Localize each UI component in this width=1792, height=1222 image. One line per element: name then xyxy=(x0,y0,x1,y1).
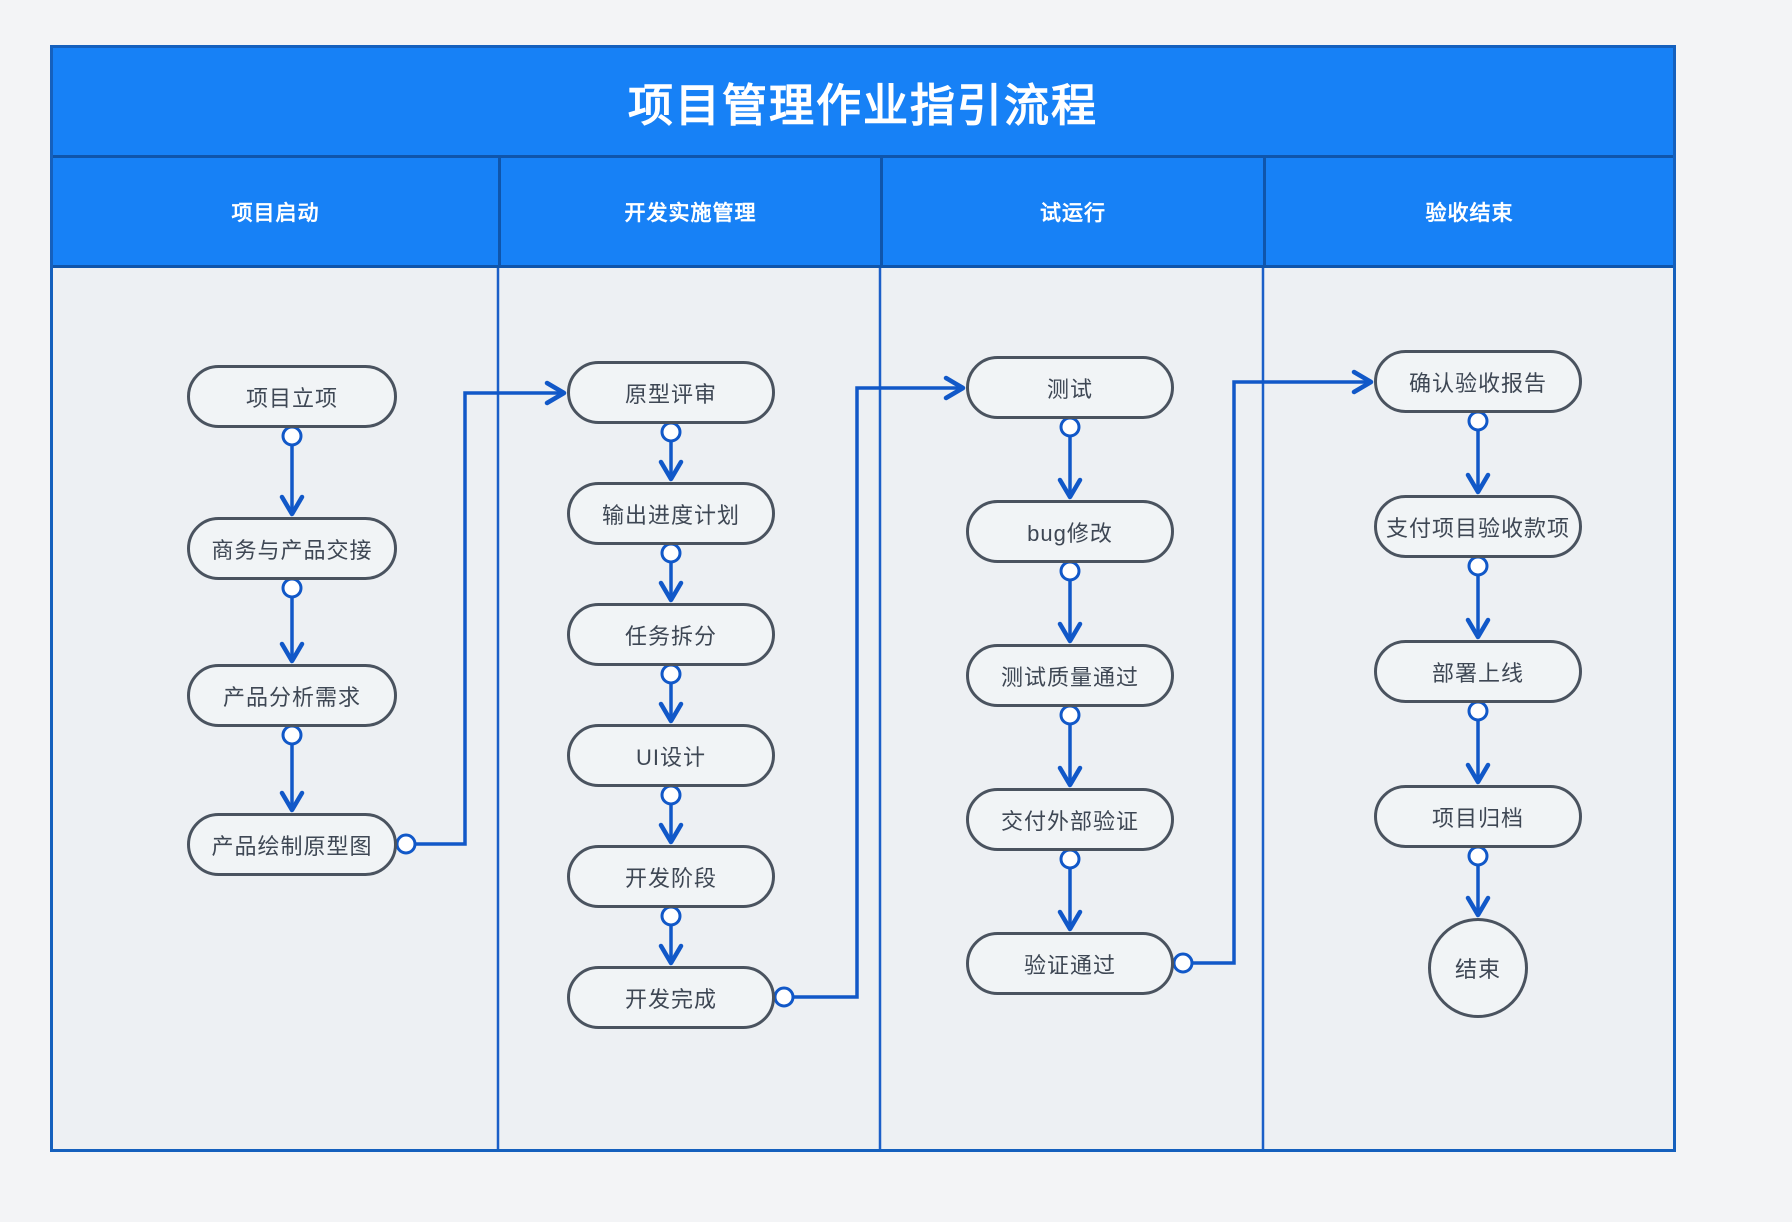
flow-arrow-cross-lane xyxy=(793,375,966,999)
connection-dot xyxy=(281,724,303,746)
connection-dot xyxy=(1467,700,1489,722)
flow-arrow-cross-lane xyxy=(1192,369,1374,965)
node-product-prototype-drawing: 产品绘制原型图 xyxy=(187,813,397,876)
connection-dot xyxy=(1059,848,1081,870)
lane-header-dev-implementation: 开发实施管理 xyxy=(498,158,880,265)
node-task-breakdown: 任务拆分 xyxy=(567,603,775,666)
connection-dot xyxy=(1172,952,1194,974)
connection-dots xyxy=(281,410,1489,1008)
node-prototype-review: 原型评审 xyxy=(567,361,775,424)
node-external-verification-delivery: 交付外部验证 xyxy=(966,788,1174,851)
connection-dot xyxy=(281,577,303,599)
connection-dot xyxy=(660,421,682,443)
connection-dot xyxy=(281,425,303,447)
node-test-quality-pass: 测试质量通过 xyxy=(966,644,1174,707)
flowchart-canvas: 项目管理作业指引流程 项目启动 开发实施管理 试运行 验收结束 xyxy=(50,45,1676,1152)
connection-dot xyxy=(660,663,682,685)
connection-dot xyxy=(1059,704,1081,726)
node-business-product-handover: 商务与产品交接 xyxy=(187,517,397,580)
connector-layer xyxy=(279,268,1491,1149)
connection-dot xyxy=(1467,555,1489,577)
node-bug-fix: bug修改 xyxy=(966,500,1174,563)
connection-dot xyxy=(1059,560,1081,582)
connection-dot xyxy=(660,905,682,927)
connection-dot xyxy=(773,986,795,1008)
page-title: 项目管理作业指引流程 xyxy=(627,80,1098,131)
lane-header-acceptance-end: 验收结束 xyxy=(1263,158,1673,265)
node-pay-acceptance-fee: 支付项目验收款项 xyxy=(1374,495,1582,558)
lane-dividers xyxy=(496,268,1265,1149)
diagram-title-bar: 项目管理作业指引流程 xyxy=(53,48,1673,158)
flow-arrows xyxy=(279,369,1491,999)
node-output-schedule-plan: 输出进度计划 xyxy=(567,482,775,545)
node-testing: 测试 xyxy=(966,356,1174,419)
node-end: 结束 xyxy=(1428,918,1528,1018)
node-project-archive: 项目归档 xyxy=(1374,785,1582,848)
node-development-phase: 开发阶段 xyxy=(567,845,775,908)
lanes-body: 项目立项 商务与产品交接 产品分析需求 产品绘制原型图 原型评审 输出进度计划 … xyxy=(53,268,1673,1149)
connection-dot xyxy=(660,784,682,806)
connection-dot xyxy=(395,833,417,855)
lane-header-project-initiation: 项目启动 xyxy=(53,158,498,265)
connection-dot xyxy=(1059,416,1081,438)
connection-dot xyxy=(1467,410,1489,432)
connection-dot xyxy=(1467,845,1489,867)
node-development-complete: 开发完成 xyxy=(567,966,775,1029)
node-deploy-online: 部署上线 xyxy=(1374,640,1582,703)
node-verification-passed: 验证通过 xyxy=(966,932,1174,995)
node-product-requirement-analysis: 产品分析需求 xyxy=(187,664,397,727)
node-confirm-acceptance-report: 确认验收报告 xyxy=(1374,350,1582,413)
connection-dot xyxy=(660,542,682,564)
flow-arrow-cross-lane xyxy=(415,380,567,846)
node-project-approval: 项目立项 xyxy=(187,365,397,428)
node-ui-design: UI设计 xyxy=(567,724,775,787)
lane-headers: 项目启动 开发实施管理 试运行 验收结束 xyxy=(53,158,1673,268)
lane-header-trial-run: 试运行 xyxy=(880,158,1263,265)
